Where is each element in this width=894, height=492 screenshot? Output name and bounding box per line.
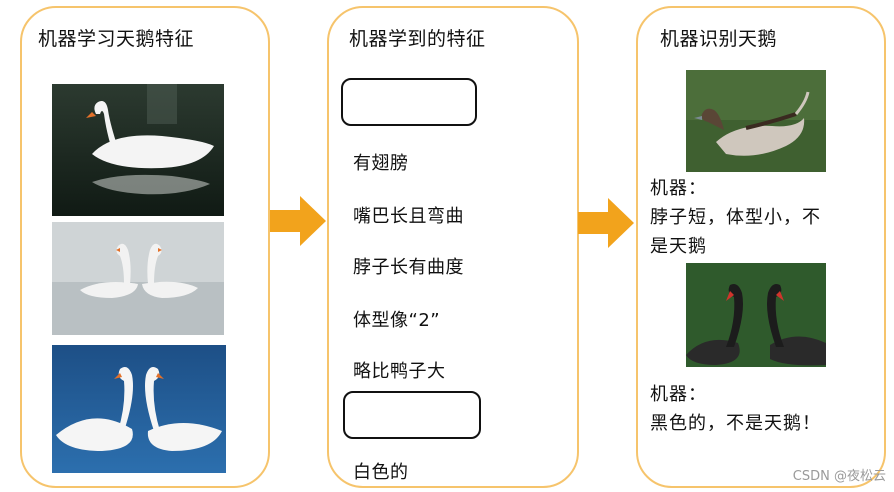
blank-feature-box bbox=[343, 391, 481, 439]
swan-photo-single-white bbox=[52, 84, 224, 216]
verdict-text: 黑色的，不是天鹅！ bbox=[650, 413, 821, 434]
panel-title: 机器识别天鹅 bbox=[660, 28, 778, 50]
feature-item: 体型像“2” bbox=[353, 310, 441, 331]
duck-photo bbox=[686, 70, 826, 172]
panel-learn-swan-features: 机器学习天鹅特征 bbox=[20, 6, 270, 488]
swan-photo-pair-grey-lake bbox=[52, 222, 224, 335]
verdict-label: 机器： bbox=[650, 384, 707, 405]
feature-item: 脖子长有曲度 bbox=[353, 257, 464, 278]
verdict-text: 是天鹅 bbox=[650, 236, 707, 257]
verdict-duck: 机器： 脖子短，体型小，不 是天鹅 bbox=[650, 174, 821, 261]
verdict-black-swan: 机器： 黑色的，不是天鹅！ bbox=[650, 380, 821, 438]
feature-item: 嘴巴长且弯曲 bbox=[353, 206, 464, 227]
feature-item: 略比鸭子大 bbox=[353, 361, 446, 382]
panel-recognize-swans: 机器识别天鹅 机器： 脖子短，体型小，不 是天鹅 机器： 黑色的，不是天鹅 bbox=[636, 6, 886, 488]
panel-title: 机器学到的特征 bbox=[349, 28, 486, 50]
black-swan-photo bbox=[686, 263, 826, 367]
verdict-label: 机器： bbox=[650, 178, 707, 199]
panel-learned-features: 机器学到的特征 有翅膀 嘴巴长且弯曲 脖子长有曲度 体型像“2” 略比鸭子大 白… bbox=[327, 6, 579, 488]
arrow-right-icon bbox=[578, 198, 634, 248]
panel-title: 机器学习天鹅特征 bbox=[38, 28, 195, 50]
verdict-text: 脖子短，体型小，不 bbox=[650, 207, 821, 228]
arrow-right-icon bbox=[270, 196, 326, 246]
feature-item: 有翅膀 bbox=[353, 153, 409, 174]
blank-feature-box bbox=[341, 78, 477, 126]
watermark: CSDN @夜松云 bbox=[792, 469, 886, 484]
feature-item: 白色的 bbox=[353, 462, 409, 483]
swan-photo-pair-heart-blue bbox=[52, 345, 226, 473]
